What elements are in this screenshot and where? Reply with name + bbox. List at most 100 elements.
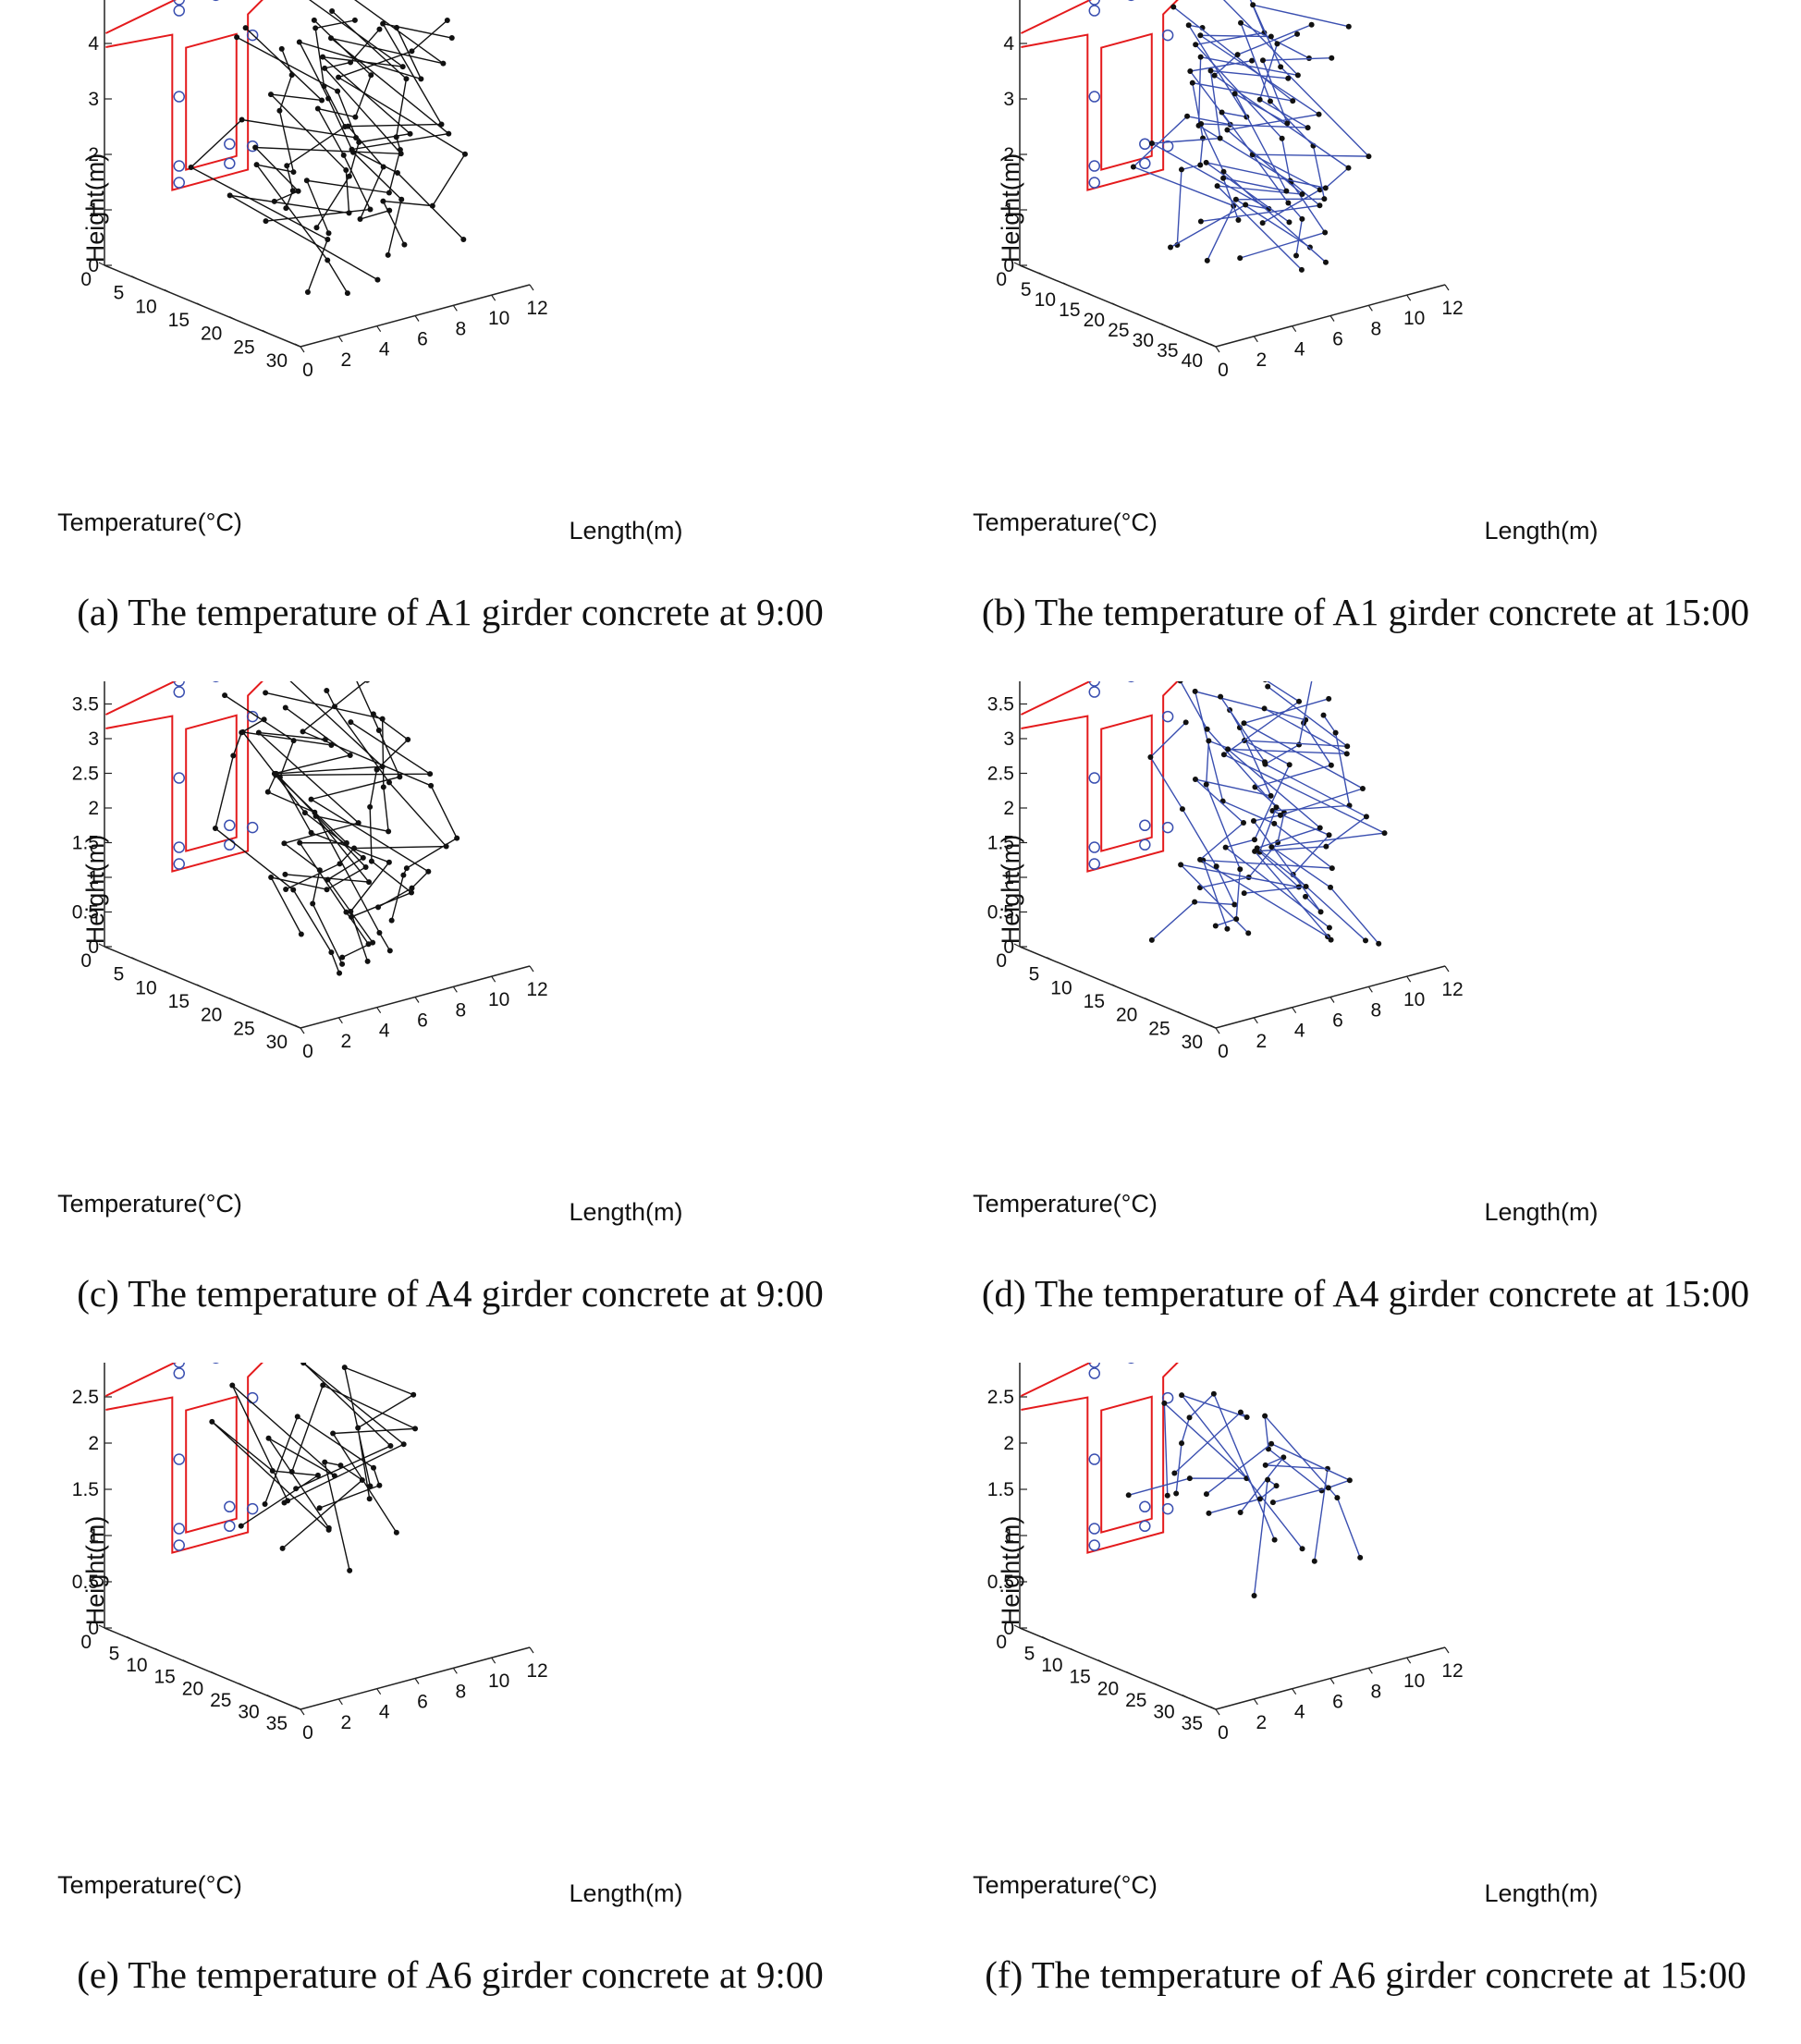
temperature-data-point	[1259, 220, 1266, 226]
temperature-data-point	[1231, 91, 1238, 97]
temperature-data-point	[346, 210, 352, 216]
temperature-data-point	[1298, 266, 1305, 273]
temperature-data-point	[1254, 845, 1260, 851]
temperature-data-point	[1265, 1476, 1271, 1483]
temperature-data-point	[348, 908, 354, 914]
temperature-data-point	[324, 887, 330, 893]
temperature-data-point	[349, 913, 355, 920]
temperature-data-point	[316, 1505, 323, 1512]
temperature-data-point	[293, 1486, 300, 1492]
temperature-data-point	[310, 900, 316, 907]
chart-panel-f: 0510152025303502468101200.511.522.53Temp…	[915, 1363, 1801, 2044]
temperature-data-point	[234, 34, 240, 41]
temperature-data-point	[279, 1545, 286, 1551]
temperature-data-point	[267, 92, 274, 98]
height-tick-label: 0.5	[72, 902, 99, 924]
temperature-tick	[164, 970, 170, 974]
temperature-data-point	[376, 929, 383, 936]
temperature-data-point	[418, 76, 424, 82]
girder-outer-outline	[104, 0, 263, 191]
sensor-marker	[1088, 1367, 1101, 1379]
length-tick	[452, 305, 458, 312]
length-tick	[1253, 1698, 1258, 1706]
temperature-axis-label: Temperature(°C)	[973, 1871, 1158, 1899]
height-tick-label: 4	[88, 33, 99, 55]
temperature-data-point	[1148, 141, 1155, 147]
temperature-data-point	[1193, 42, 1199, 48]
temperature-series-line	[224, 694, 391, 962]
length-axis-label: Length(m)	[569, 1879, 682, 1907]
temperature-data-point	[428, 782, 435, 789]
temperature-data-point	[303, 177, 310, 184]
length-axis-label: Length(m)	[1484, 1198, 1598, 1226]
temperature-data-point	[1344, 743, 1351, 750]
temperature-series-line	[1179, 681, 1302, 934]
length-tick	[1406, 1657, 1412, 1664]
temperature-data-point	[1329, 55, 1335, 61]
temperature-tick	[98, 262, 105, 266]
temperature-data-point	[252, 144, 259, 151]
temperature-data-point	[325, 95, 332, 102]
length-tick	[1406, 294, 1412, 301]
temperature-data-point	[1286, 762, 1293, 768]
temperature-series-line	[1149, 69, 1289, 249]
temperature-data-point	[325, 876, 331, 883]
temperature-tick	[229, 998, 236, 1002]
temperature-data-point	[1206, 1510, 1212, 1516]
sensor-marker	[1139, 1500, 1151, 1513]
temperature-data-point	[1244, 1414, 1250, 1421]
temperature-data-point	[1284, 120, 1291, 127]
temperature-data-point	[264, 789, 271, 795]
temperature-data-point	[1213, 863, 1219, 870]
length-tick-label: 2	[340, 1712, 351, 1733]
height-tick-label: 2	[88, 1433, 99, 1454]
temperature-data-point	[329, 8, 336, 15]
temperature-data-point	[337, 970, 343, 976]
temperature-data-point	[320, 54, 326, 60]
temperature-data-point	[330, 1430, 337, 1437]
temperature-tick	[210, 1671, 217, 1675]
length-tick	[1444, 1646, 1450, 1654]
temperature-tick-label: 15	[153, 1667, 175, 1688]
length-tick	[376, 1688, 382, 1695]
temperature-data-point	[1192, 899, 1198, 905]
temperature-axis-label: Temperature(°C)	[973, 508, 1158, 536]
temperature-data-point	[1317, 909, 1324, 915]
temperature-data-point	[298, 931, 304, 937]
sensor-marker	[224, 838, 236, 851]
temperature-data-point	[355, 820, 361, 826]
temperature-tick	[1047, 957, 1053, 961]
height-tick-label: 3.5	[72, 694, 99, 716]
temperature-data-point	[370, 711, 376, 717]
length-axis-label: Length(m)	[1484, 1879, 1598, 1907]
temperature-data-point	[1204, 726, 1210, 732]
temperature-data-point	[1249, 57, 1256, 64]
temperature-tick-label: 30	[1133, 330, 1154, 351]
temperature-data-point	[1250, 2, 1256, 8]
temperature-tick	[1154, 1683, 1160, 1687]
temperature-tick	[262, 329, 268, 334]
length-tick-label: 6	[1332, 329, 1343, 350]
length-tick	[376, 1007, 382, 1013]
temperature-data-point	[1323, 843, 1329, 850]
height-tick-label: 0	[88, 255, 99, 276]
temperature-data-point	[386, 948, 393, 954]
temperature-series-line	[350, 713, 413, 918]
temperature-tick-label: 30	[1182, 1032, 1203, 1053]
temperature-data-point	[347, 752, 353, 758]
chart-a-caption: (a) The temperature of A1 girder concret…	[77, 591, 824, 633]
height-tick-label: 1	[1003, 867, 1014, 888]
length-tick	[337, 1698, 343, 1706]
temperature-data-point	[388, 917, 395, 924]
temperature-data-point	[1251, 1593, 1257, 1599]
temperature-data-point	[448, 35, 455, 42]
temperature-data-point	[188, 165, 194, 171]
temperature-data-point	[376, 26, 383, 32]
temperature-tick	[1111, 984, 1119, 988]
length-tick	[337, 1017, 343, 1024]
temperature-tick-label: 20	[201, 1005, 222, 1026]
sensor-marker	[1161, 1502, 1174, 1515]
temperature-data-point	[290, 887, 297, 893]
temperature-data-point	[290, 169, 297, 176]
temperature-data-point	[1218, 693, 1224, 700]
